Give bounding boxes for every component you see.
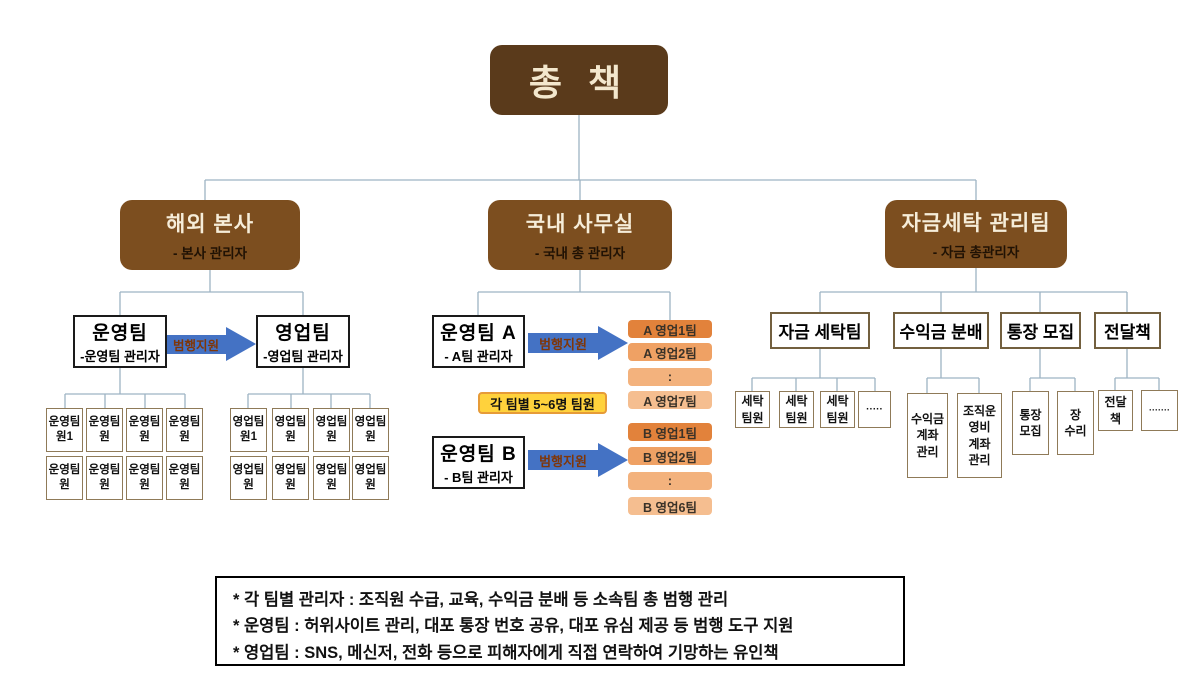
branch-overseas-subtitle: - 본사 관리자 — [172, 246, 248, 261]
b-sales-team-ellipsis: : — [628, 472, 712, 490]
courier-ellipsis: ······· — [1141, 390, 1178, 431]
b-sales-team-box: B 영업6팀 — [628, 497, 712, 515]
overseas-sales-team-box: 영업팀 -영업팀 관리자 — [256, 315, 350, 368]
profit-distribution-box: 수익금 분배 — [893, 312, 989, 349]
ops-member-box: 운영팀원 — [126, 408, 163, 452]
laundry-member-box: 세탁 팀원 — [779, 391, 814, 428]
a-sales-team-box: A 영업7팀 — [628, 391, 712, 409]
laundry-team-box: 자금 세탁팀 — [770, 312, 870, 349]
account-recruit-child-box: 통장 모집 — [1012, 391, 1049, 455]
laundry-member-ellipsis: ····· — [858, 391, 891, 428]
a-sales-team-ellipsis: : — [628, 368, 712, 386]
branch-laundering-subtitle: - 자금 총관리자 — [932, 245, 1020, 260]
legend-box: * 각 팀별 관리자 : 조직원 수급, 교육, 수익금 분배 등 소속팀 총 … — [215, 576, 905, 666]
b-sales-team-box: B 영업2팀 — [628, 447, 712, 465]
branch-laundering-box: 자금세탁 관리팀 - 자금 총관리자 — [885, 200, 1067, 268]
sales-member-box: 영업팀원 — [272, 408, 309, 452]
overseas-sales-team-subtitle: -영업팀 관리자 — [263, 349, 343, 364]
branch-domestic-box: 국내 사무실 - 국내 총 관리자 — [488, 200, 672, 270]
ops-team-a-subtitle: - A팀 관리자 — [444, 349, 513, 364]
legend-line: * 영업팀 : SNS, 메신저, 전화 등으로 피해자에게 직접 연락하여 기… — [233, 643, 779, 662]
overseas-support-arrow-head — [226, 327, 256, 361]
ops-member-box: 운영팀원1 — [46, 408, 83, 452]
ops-member-box: 운영팀원 — [46, 456, 83, 500]
branch-domestic-subtitle: - 국내 총 관리자 — [534, 246, 626, 261]
domestic-support-arrow-b — [528, 450, 598, 470]
a-sales-team-box: A 영업1팀 — [628, 320, 712, 338]
profit-account-box: 수익금 계좌 관리 — [907, 393, 948, 478]
overseas-support-arrow — [167, 335, 226, 354]
ops-member-box: 운영팀원 — [126, 456, 163, 500]
domestic-support-arrow-b-label: 범행지원 — [539, 453, 587, 469]
branch-laundering-title: 자금세탁 관리팀 — [901, 212, 1051, 235]
sales-member-box: 영업팀원1 — [230, 408, 267, 452]
overseas-support-arrow-label: 범행지원 — [172, 339, 219, 353]
ops-member-box: 운영팀원 — [86, 456, 123, 500]
legend-line: * 운영팀 : 허위사이트 관리, 대포 통장 번호 공유, 대포 유심 제공 … — [233, 617, 794, 636]
sales-member-box: 영업팀원 — [313, 456, 350, 500]
courier-child-box: 전달 책 — [1098, 390, 1133, 431]
root-label: 총 책 — [528, 62, 630, 103]
sales-member-box: 영업팀원 — [313, 408, 350, 452]
laundry-member-box: 세탁 팀원 — [735, 391, 770, 428]
courier-box: 전달책 — [1094, 312, 1161, 349]
branch-overseas-box: 해외 본사 - 본사 관리자 — [120, 200, 300, 270]
domestic-ops-team-b-box: 운영팀 B - B팀 관리자 — [432, 436, 525, 489]
domestic-support-arrow-a-head — [598, 326, 628, 360]
domestic-ops-team-a-box: 운영팀 A - A팀 관리자 — [432, 315, 525, 368]
account-repair-box: 장 수리 — [1057, 391, 1094, 455]
sales-member-box: 영업팀원 — [352, 456, 389, 500]
domestic-support-arrow-a-label: 범행지원 — [539, 336, 587, 352]
overseas-ops-team-title: 운영팀 — [92, 323, 148, 344]
ops-member-box: 운영팀원 — [166, 408, 203, 452]
ops-team-b-title: 운영팀 B — [440, 444, 517, 465]
branch-domestic-title: 국내 사무실 — [525, 213, 635, 236]
domestic-support-arrow-a — [528, 333, 598, 353]
legend-line: * 각 팀별 관리자 : 조직원 수급, 교육, 수익금 분배 등 소속팀 총 … — [233, 591, 729, 609]
ops-team-b-subtitle: - B팀 관리자 — [444, 470, 513, 485]
a-sales-team-box: A 영업2팀 — [628, 343, 712, 361]
org-expense-account-box: 조직운 영비 계좌 관리 — [957, 393, 1002, 478]
sales-member-box: 영업팀원 — [352, 408, 389, 452]
b-sales-team-box: B 영업1팀 — [628, 423, 712, 441]
team-size-note: 각 팀별 5~6명 팀원 — [478, 392, 607, 414]
account-recruit-box: 통장 모집 — [1000, 312, 1081, 349]
overseas-ops-team-subtitle: -운영팀 관리자 — [80, 349, 160, 364]
overseas-ops-team-box: 운영팀 -운영팀 관리자 — [73, 315, 167, 368]
ops-team-a-title: 운영팀 A — [440, 323, 517, 344]
root-box: 총 책 — [490, 45, 668, 115]
sales-member-box: 영업팀원 — [230, 456, 267, 500]
overseas-sales-team-title: 영업팀 — [275, 323, 331, 344]
domestic-support-arrow-b-head — [598, 443, 628, 477]
branch-overseas-title: 해외 본사 — [165, 213, 255, 236]
ops-member-box: 운영팀원 — [86, 408, 123, 452]
ops-member-box: 운영팀원 — [166, 456, 203, 500]
laundry-member-box: 세탁 팀원 — [820, 391, 855, 428]
sales-member-box: 영업팀원 — [272, 456, 309, 500]
